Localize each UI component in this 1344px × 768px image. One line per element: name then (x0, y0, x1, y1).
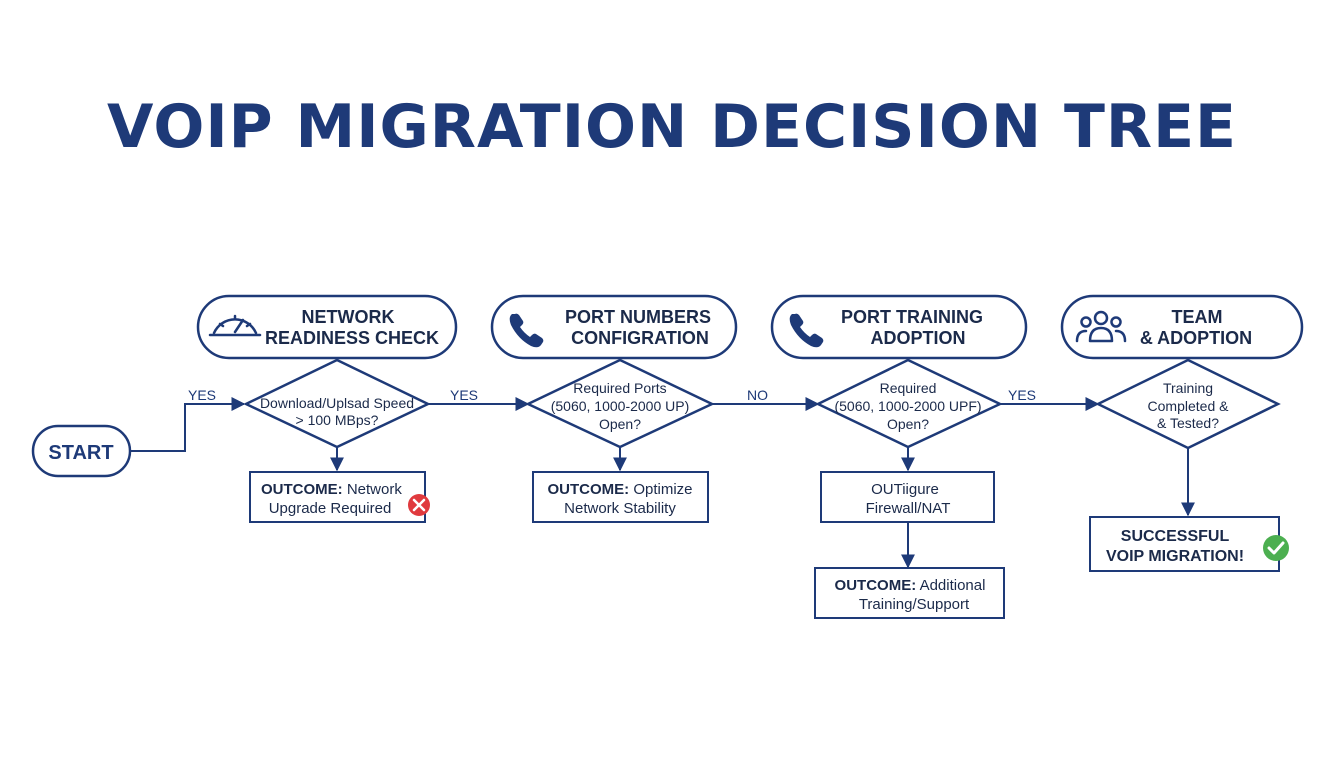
start-label: START (48, 442, 113, 464)
outcome-detail: Additional (920, 577, 986, 594)
outcome-firewall-nat: OUTiigure Firewall/NAT (820, 471, 995, 523)
outcome-optimize-network: OUTCOME: Optimize Network Stability (532, 471, 709, 523)
decision-text-line3: & Tested? (1157, 415, 1219, 431)
error-x-icon (408, 494, 430, 516)
stage-title-line1: NETWORK (302, 307, 395, 327)
outcome-detail: Network (347, 481, 403, 498)
outcome-detail: Optimize (633, 481, 692, 498)
edge-label-yes-3: YES (1008, 387, 1036, 403)
decision-text-line2: (5060, 1000-2000 UPF) (834, 398, 981, 414)
decision-text-line2: > 100 MBps? (296, 412, 379, 428)
success-text-line1: SUCCESSFUL (1121, 528, 1230, 545)
check-icon (1263, 535, 1289, 561)
stage-network-readiness: NETWORK READINESS CHECK (196, 294, 458, 360)
success-text-line2: VOIP MIGRATION! (1106, 548, 1244, 565)
decision-ports: Required Ports (5060, 1000-2000 UP) Open… (525, 358, 715, 449)
edge-start-to-decision-1 (131, 397, 246, 452)
team-icon (1075, 310, 1127, 343)
decision-training: Training Completed & & Tested? (1095, 358, 1281, 450)
decision-text-line1: Download/Uplsad Speed (260, 395, 414, 411)
stage-title-line2: & ADOPTION (1140, 328, 1252, 348)
decision-text-line3: Open? (599, 416, 641, 432)
outcome-label: OUTCOME: (835, 577, 917, 594)
decision-text-line2: Completed & (1148, 398, 1230, 414)
stage-title-line2: ADOPTION (870, 328, 965, 348)
outcome-network-upgrade: OUTCOME: Network Upgrade Required (249, 471, 430, 523)
decision-text-line1: Required (880, 380, 937, 396)
stage-title-line2: READINESS CHECK (265, 328, 439, 348)
stage-team-adoption: TEAM & ADOPTION (1060, 294, 1304, 360)
outcome-text-line2: Firewall/NAT (866, 500, 951, 517)
stage-title-line1: PORT NUMBERS (565, 307, 711, 327)
decision-text-line2: (5060, 1000-2000 UP) (551, 398, 690, 414)
edge-label-yes-1: YES (188, 387, 216, 403)
edge-labels: YES YES NO YES (188, 387, 1036, 403)
connectors (131, 397, 1195, 569)
outcome-label: OUTCOME: (547, 481, 629, 498)
edge-label-no: NO (747, 387, 768, 403)
outcome-text-line1: OUTCOME: Optimize (547, 481, 692, 498)
outcome-text-line1: OUTCOME: Additional (835, 577, 986, 594)
stage-port-training: PORT TRAINING ADOPTION (770, 294, 1028, 360)
decision-speed: Download/Uplsad Speed > 100 MBps? (243, 358, 431, 449)
outcome-label: OUTCOME: (261, 481, 343, 498)
outcome-text-line2: Training/Support (859, 596, 970, 613)
outcome-text-line2: Upgrade Required (269, 500, 392, 517)
success-node: SUCCESSFUL VOIP MIGRATION! (1089, 516, 1289, 572)
stage-title-line2: CONFIGRATION (571, 328, 709, 348)
decision-text-line1: Training (1163, 380, 1213, 396)
speedometer-icon (208, 314, 262, 337)
decision-ports-required: Required (5060, 1000-2000 UPF) Open? (815, 358, 1003, 449)
outcome-text-line1: OUTCOME: Network (261, 481, 402, 498)
outcome-training-support: OUTCOME: Additional Training/Support (814, 567, 1005, 619)
stage-title-line1: TEAM (1172, 307, 1223, 327)
edge-label-yes-2: YES (450, 387, 478, 403)
decision-text-line3: Open? (887, 416, 929, 432)
start-node: START (31, 424, 132, 478)
phone-icon (789, 313, 824, 348)
phone-icon (509, 313, 544, 348)
stage-port-numbers: PORT NUMBERS CONFIGRATION (490, 294, 738, 360)
outcome-text-line1: OUTiigure (871, 481, 939, 498)
stage-title-line1: PORT TRAINING (841, 307, 983, 327)
decision-text-line1: Required Ports (573, 380, 666, 396)
page-title: VOIP MIGRATION DECISION TREE (106, 92, 1238, 162)
outcome-text-line2: Network Stability (564, 500, 676, 517)
